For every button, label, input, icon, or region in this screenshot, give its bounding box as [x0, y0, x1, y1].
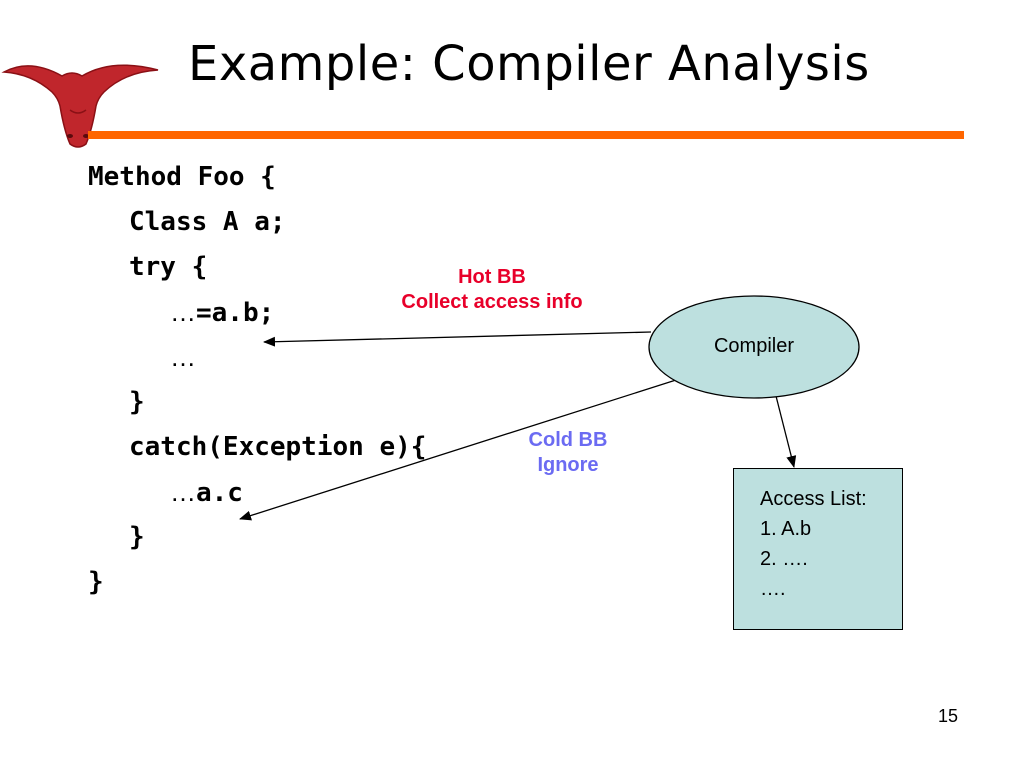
hot-bb-title: Hot BB — [458, 266, 526, 288]
cold-bb-label: Cold BB Ignore — [508, 428, 628, 478]
compiler-ellipse — [648, 295, 860, 399]
code-text: =a.b; — [196, 298, 275, 328]
hot-bb-label: Hot BB Collect access info — [372, 265, 612, 315]
access-list: Access List: 1. A.b 2. …. …. — [760, 484, 867, 604]
code-text: a.c — [196, 478, 243, 508]
code-line-ellipsis: … — [170, 344, 196, 371]
access-list-item: 2. …. — [760, 548, 808, 570]
access-list-item: …. — [760, 578, 786, 600]
code-line-catch-close: } — [129, 522, 145, 552]
arrow-to-cold-bb — [239, 379, 677, 521]
hot-bb-subtitle: Collect access info — [401, 291, 583, 313]
code-line-try-close: } — [129, 387, 145, 417]
arrow-to-hot-bb — [263, 331, 652, 347]
longhorn-icon — [1, 64, 159, 148]
code-line-try: try { — [129, 252, 208, 282]
cold-bb-subtitle: Ignore — [537, 454, 599, 476]
code-line-method-close: } — [88, 567, 104, 597]
code-line-method: Method Foo { — [88, 162, 276, 192]
cold-bb-title: Cold BB — [528, 429, 608, 451]
compiler-label: Compiler — [713, 335, 795, 357]
code-line-cold-access: …a.c — [170, 479, 243, 506]
code-line-catch: catch(Exception e){ — [129, 432, 427, 462]
page-number: 15 — [938, 706, 959, 726]
ellipsis: … — [170, 297, 196, 327]
arrow-to-access-list — [775, 395, 797, 468]
access-list-box — [733, 468, 903, 630]
ellipsis: … — [170, 342, 196, 372]
access-list-heading: Access List: — [760, 488, 867, 510]
code-line-hot-access: …=a.b; — [170, 299, 274, 326]
access-list-item: 1. A.b — [760, 518, 812, 540]
slide-title: Example: Compiler Analysis — [188, 36, 870, 92]
code-line-class: Class A a; — [129, 207, 286, 237]
title-underline — [88, 131, 964, 139]
ellipsis: … — [170, 477, 196, 507]
